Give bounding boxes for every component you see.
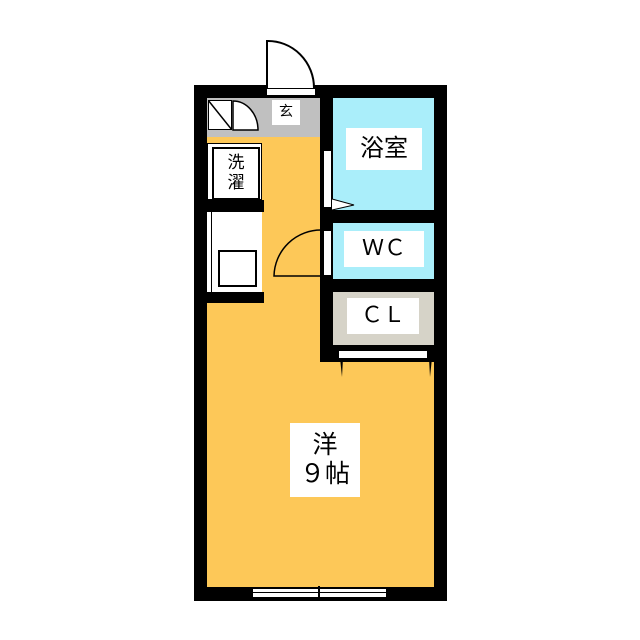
cabinet-door-swing	[232, 100, 259, 131]
window-center	[318, 586, 320, 600]
kitchen-edge	[211, 212, 212, 292]
laundry-label: 洗 濯	[212, 147, 260, 200]
bathroom-door[interactable]	[323, 150, 332, 208]
closet-label: ＣＬ	[347, 298, 419, 334]
closet-doors[interactable]	[338, 350, 428, 359]
shoe-cabinet	[208, 100, 232, 130]
bathroom-door-arrow	[332, 198, 355, 211]
wc-label: ＷＣ	[344, 231, 424, 267]
kitchen-wall-bottom	[194, 292, 264, 303]
sink	[218, 250, 257, 287]
kitchen-wall-top	[194, 200, 264, 212]
wc-door[interactable]	[323, 230, 332, 276]
bathroom-label: 浴室	[346, 128, 422, 170]
front-door-swing	[266, 39, 315, 89]
western-room-size: ９帖	[299, 459, 350, 488]
entrance-label: 玄	[272, 100, 300, 125]
closet-door-markers	[340, 358, 432, 377]
western-room-label: 洋 ９帖	[290, 423, 360, 497]
western-room-type: 洋	[312, 430, 338, 460]
wc-door-swing	[273, 229, 323, 277]
window[interactable]	[252, 586, 387, 600]
front-door-opening[interactable]	[266, 88, 316, 96]
